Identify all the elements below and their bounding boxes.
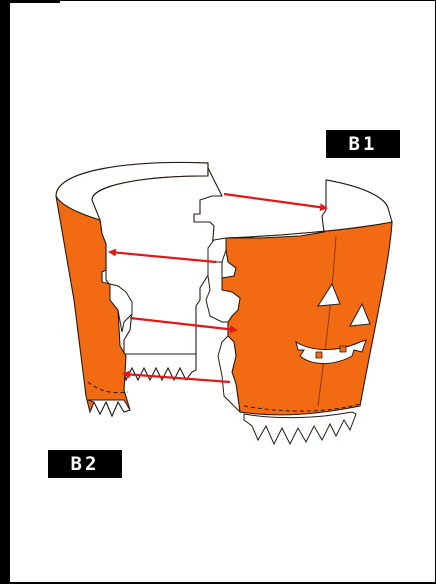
label-b2: B2 [48, 450, 122, 478]
label-b1: B1 [326, 130, 400, 158]
pumpkin-mouth-tooth-left [316, 352, 322, 358]
right-zigzag-teeth [244, 412, 356, 444]
pumpkin-mouth-tooth-right [340, 346, 346, 352]
arrow-top [224, 194, 326, 208]
left-zigzag-teeth [88, 400, 130, 416]
